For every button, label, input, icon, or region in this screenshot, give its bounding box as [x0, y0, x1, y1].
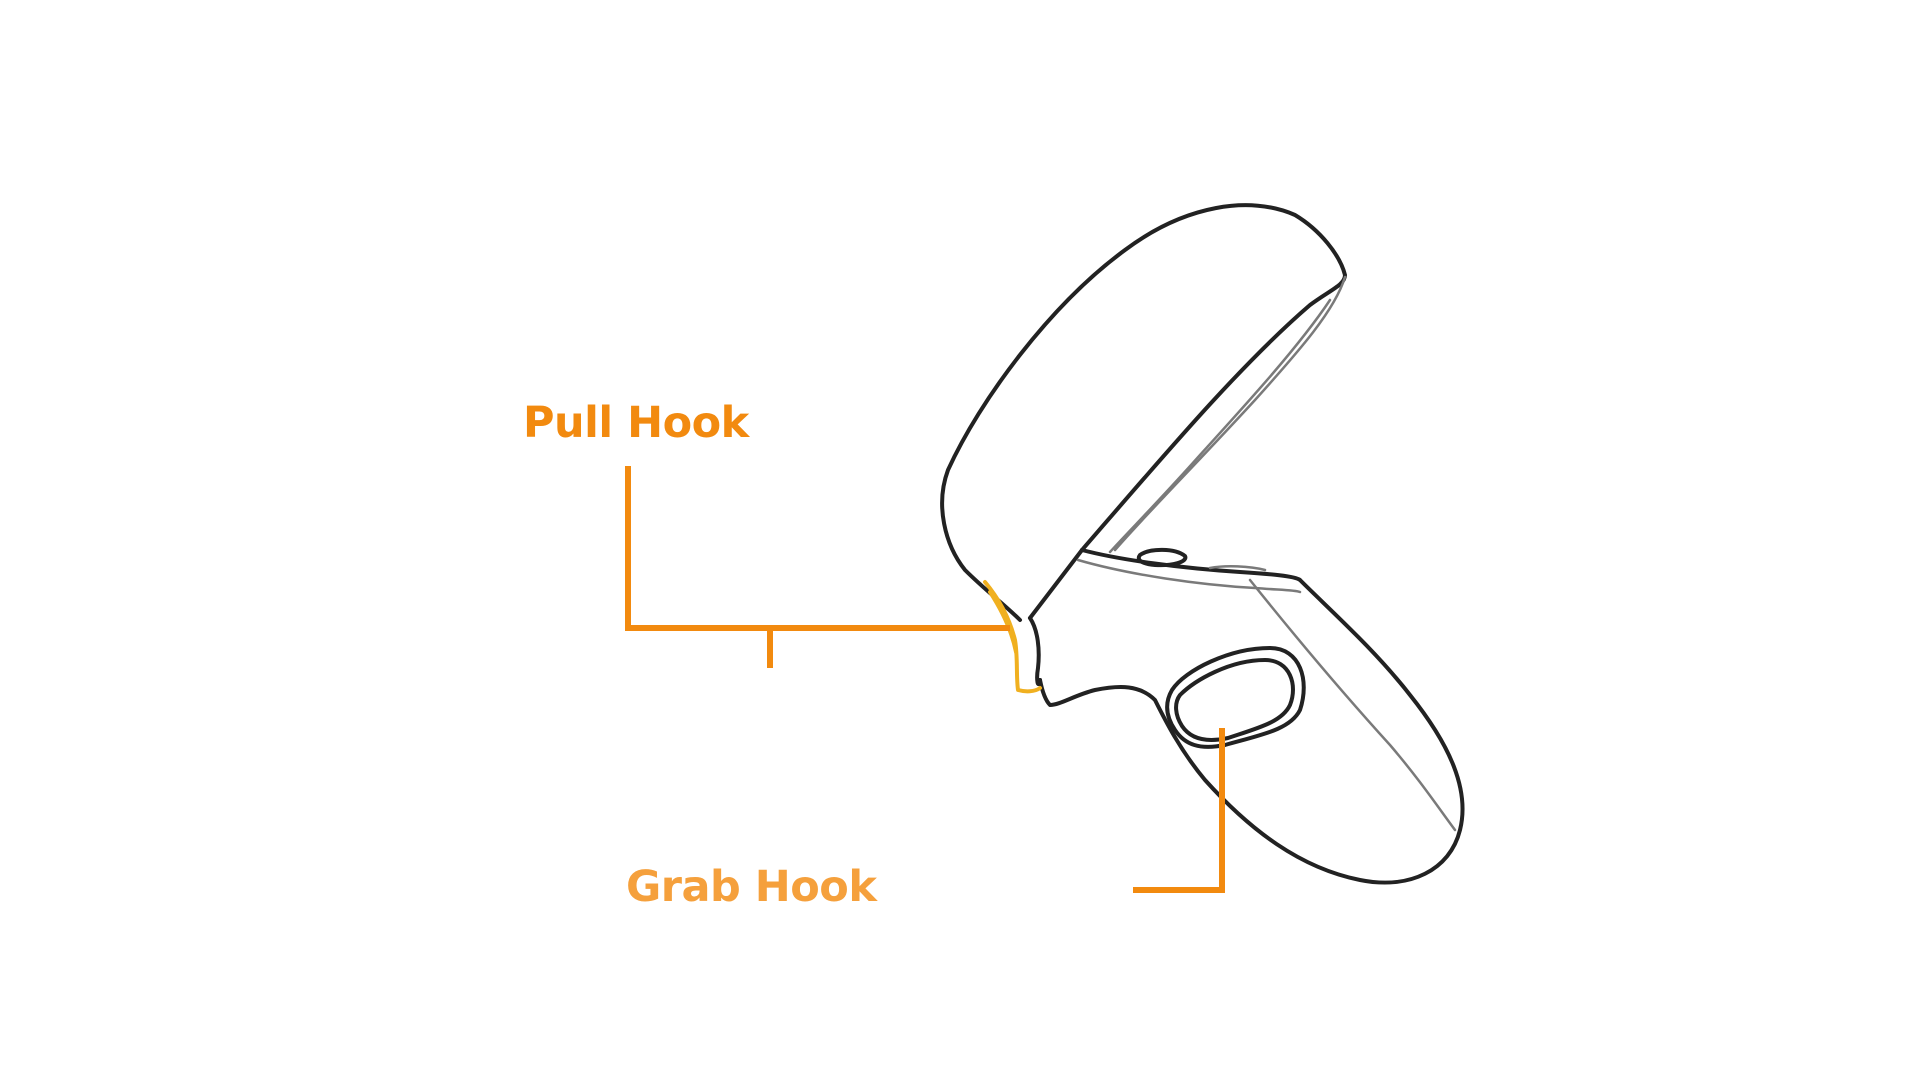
thumbstick-icon — [1136, 547, 1188, 568]
pull-hook-label: Pull Hook — [523, 398, 749, 448]
button-detail — [1208, 565, 1267, 572]
grab-button-inner — [1174, 658, 1295, 742]
pull-hook-highlight-inner — [988, 590, 1018, 654]
pull-hook-leader-line — [625, 466, 1010, 631]
controller-top-rim — [1076, 558, 1302, 594]
controller-top-outline — [1080, 548, 1302, 582]
controller-ring-outline — [940, 203, 1347, 622]
trigger-notch-outline — [1028, 616, 1042, 687]
controller-grip-outline — [1038, 578, 1465, 885]
ring-connector-outline — [1028, 548, 1084, 620]
grip-side-line — [1248, 578, 1457, 832]
pull-hook-highlight — [983, 580, 1042, 694]
grab-hook-leader-line — [1133, 728, 1225, 893]
grab-hook-label: Grab Hook — [626, 862, 877, 912]
controller-ring-inner-rim-2 — [1108, 298, 1332, 554]
controller-ring-inner-rim — [1113, 275, 1347, 552]
grab-button-outer — [1165, 646, 1306, 749]
